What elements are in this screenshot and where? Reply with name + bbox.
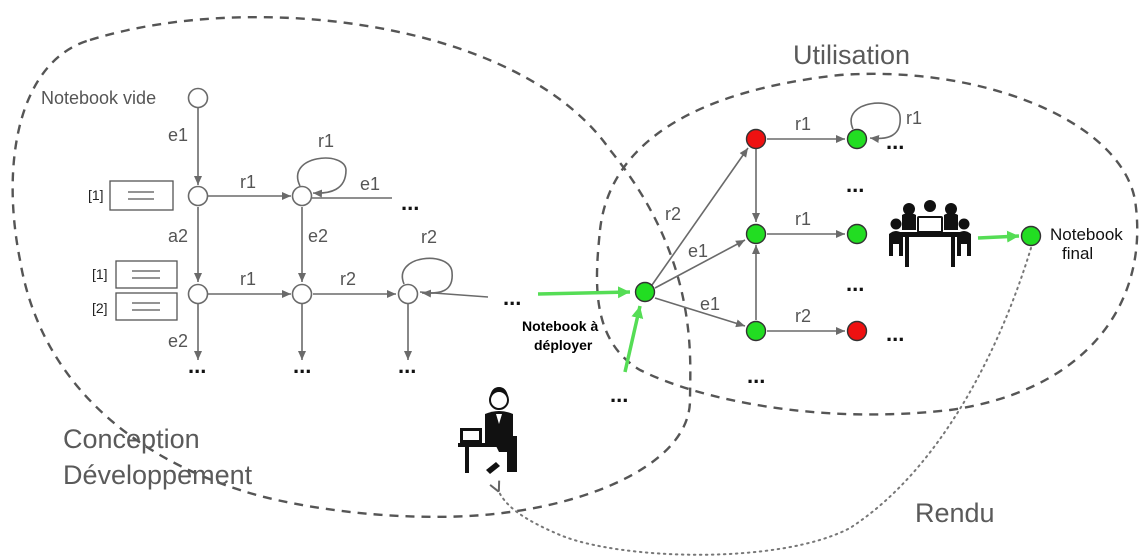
label-r1-right-mid: r1	[795, 209, 811, 229]
node-state-2	[291, 185, 313, 207]
label-notebook-deployer-2: déployer	[534, 337, 593, 353]
conception-region-outline	[11, 16, 692, 519]
conception-title: Conception	[63, 424, 200, 454]
label-r1-loop: r1	[318, 131, 334, 151]
node-state-1	[187, 185, 209, 207]
node-state-5	[397, 283, 419, 305]
label-r1-bottom: r1	[240, 269, 256, 289]
label-e1-down: e1	[700, 294, 720, 314]
ellipsis: ...	[293, 353, 311, 378]
cell-tag-1: [1]	[88, 187, 104, 203]
edge-e1-down	[654, 297, 746, 328]
team-meeting-icon	[889, 200, 971, 267]
rendu-title: Rendu	[915, 498, 995, 528]
label-r1-top: r1	[240, 172, 256, 192]
label-e1-start: e1	[168, 125, 188, 145]
loop-r1-right	[850, 102, 901, 143]
node-notebook-vide	[187, 87, 209, 109]
ellipsis: ...	[886, 129, 904, 154]
label-e2-mid: e2	[308, 226, 328, 246]
label-r1-right-top: r1	[795, 114, 811, 134]
rendu-feedback-path	[498, 247, 1032, 556]
node-notebook-final	[1020, 225, 1042, 247]
edge-r2-up	[651, 147, 749, 286]
label-a2: a2	[168, 226, 188, 246]
edge-e1-mid	[654, 239, 746, 289]
node-deploy	[634, 281, 656, 303]
node-fail-bottom-right	[846, 320, 868, 342]
developer-icon	[458, 387, 517, 474]
cell-icon	[115, 260, 178, 289]
ellipsis: ...	[188, 353, 206, 378]
label-e1-top: e1	[360, 174, 380, 194]
label-e1-mid: e1	[688, 241, 708, 261]
ellipsis: ...	[503, 285, 521, 310]
label-r2-right-bottom: r2	[795, 306, 811, 326]
node-ok-mid	[745, 223, 767, 245]
label-r1-loop-right: r1	[906, 108, 922, 128]
ellipsis: ...	[846, 172, 864, 197]
ellipsis: ...	[610, 382, 628, 407]
label-notebook-vide: Notebook vide	[41, 88, 156, 108]
cell-icon	[115, 292, 178, 321]
utilisation-title: Utilisation	[793, 40, 910, 70]
node-ok-bottom	[745, 320, 767, 342]
edge-continue-right	[419, 291, 489, 298]
node-state-4	[291, 283, 313, 305]
cell-tag-2: [2]	[92, 300, 108, 316]
loop-r2	[401, 257, 453, 298]
deploy-arrow-main	[537, 286, 631, 299]
developpement-title: Développement	[63, 460, 253, 490]
label-r2-loop: r2	[421, 227, 437, 247]
ellipsis: ...	[886, 321, 904, 346]
cell-icon	[109, 180, 174, 211]
ellipsis: ...	[747, 363, 765, 388]
label-notebook-final: Notebook	[1050, 225, 1123, 244]
label-e2-left: e2	[168, 331, 188, 351]
deploy-arrow-secondary	[623, 305, 644, 373]
node-ok-mid-right	[846, 223, 868, 245]
ellipsis: ...	[846, 271, 864, 296]
node-fail-top	[745, 128, 767, 150]
ellipsis: ...	[401, 190, 419, 215]
node-ok-top-right	[846, 128, 868, 150]
label-notebook-final-2: final	[1062, 244, 1093, 263]
node-state-3	[187, 283, 209, 305]
final-arrow	[977, 230, 1020, 243]
label-notebook-deployer: Notebook à	[522, 318, 598, 334]
ellipsis: ...	[398, 353, 416, 378]
cell-tag-1b: [1]	[92, 266, 108, 282]
label-r2-up: r2	[665, 204, 681, 224]
loop-r1-top	[296, 157, 347, 198]
label-r2-bottom: r2	[340, 269, 356, 289]
utilisation-region-outline	[595, 72, 1139, 416]
